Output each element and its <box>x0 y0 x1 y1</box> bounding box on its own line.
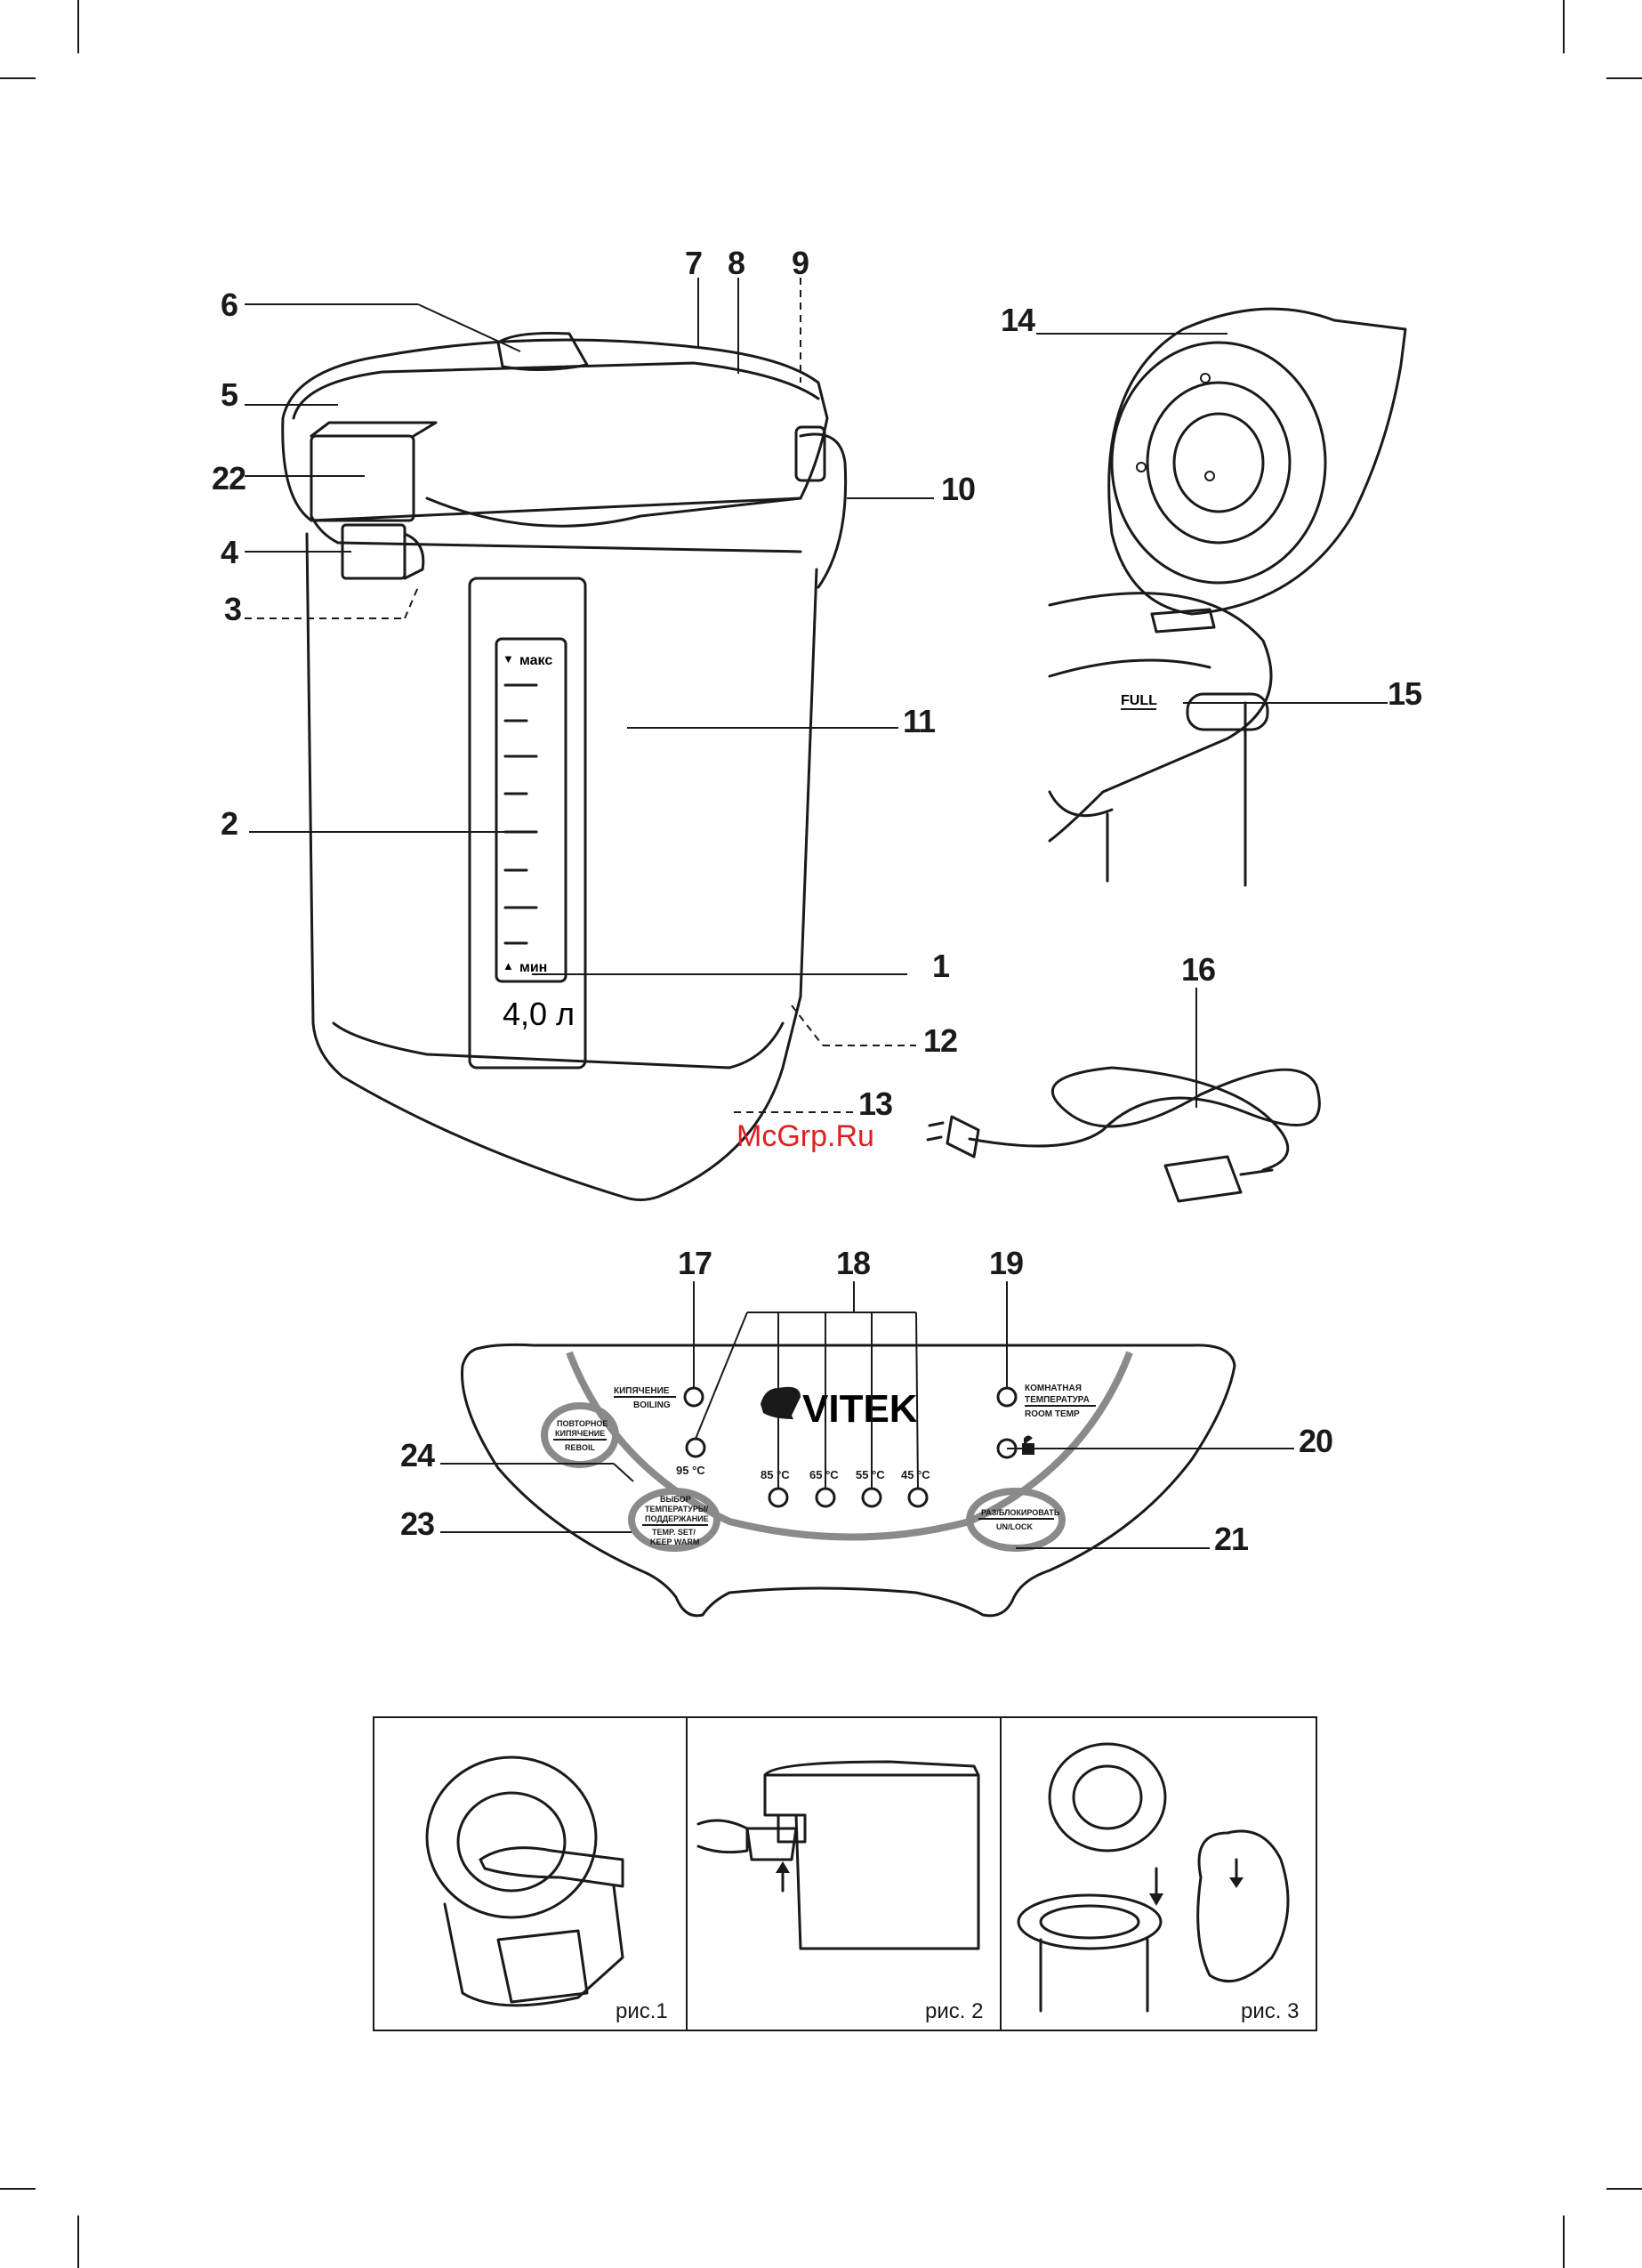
callout-5: 5 <box>221 376 238 413</box>
panel-brand: VITEK <box>802 1387 918 1431</box>
callout-18: 18 <box>836 1245 870 1281</box>
tempset-ru1-label: ВЫБОР <box>660 1495 691 1504</box>
temp-45-label: 45 °C <box>901 1468 930 1481</box>
unlock-en-label: UN/LOCK <box>996 1522 1033 1531</box>
callout-2: 2 <box>221 805 237 842</box>
callout-19: 19 <box>989 1245 1023 1281</box>
callout-24: 24 <box>400 1437 435 1473</box>
leader-lines-lid <box>1036 333 1388 1108</box>
vitek-logo-icon <box>761 1386 801 1419</box>
temp-set-button[interactable]: ВЫБОР ТЕМПЕРАТУРЫ/ ПОДДЕРЖАНИЕ TEMP. SET… <box>628 1488 720 1552</box>
roomtemp-ru2-label: ТЕМПЕРАТУРА <box>1025 1395 1090 1405</box>
indicator-55 <box>861 1487 882 1508</box>
unlock-ru-label: РАЗ/БЛОКИРОВАТЬ <box>981 1508 1060 1517</box>
tempset-ru2-label: ТЕМПЕРАТУРЫ/ <box>645 1505 709 1513</box>
callout-22: 22 <box>212 460 245 496</box>
svg-text:▲: ▲ <box>503 959 514 973</box>
callout-6: 6 <box>221 287 237 323</box>
svg-text:▼: ▼ <box>503 652 514 666</box>
callout-20: 20 <box>1299 1423 1332 1459</box>
callout-8: 8 <box>728 245 745 281</box>
callout-14: 14 <box>1001 302 1035 338</box>
figure-3-drawing <box>1017 1742 1290 2013</box>
room-temp-indicator <box>996 1386 1018 1408</box>
reboil-en-label: REBOIL <box>565 1443 596 1452</box>
indicator-65 <box>815 1487 836 1508</box>
leader-lines-main <box>245 278 934 975</box>
gauge-min-label: мин <box>519 960 547 975</box>
callout-17: 17 <box>678 1245 712 1281</box>
leader-lines-panel <box>440 1281 1294 1549</box>
inner-full-mark: FULL <box>1121 693 1157 708</box>
temp-95-label: 95 °C <box>676 1464 705 1477</box>
roomtemp-ru1-label: КОМНАТНАЯ <box>1025 1384 1082 1393</box>
watermark: McGrp.Ru <box>736 1119 874 1153</box>
indicator-45 <box>907 1487 929 1508</box>
indicator-85 <box>768 1487 789 1508</box>
callout-21: 21 <box>1214 1521 1249 1557</box>
gauge-volume-label: 4,0 л <box>503 996 575 1032</box>
callout-16: 16 <box>1181 951 1215 988</box>
boiling-ru-label: КИПЯЧЕНИЕ <box>614 1386 670 1396</box>
thermopot-drawing: ▼ макс ▲ мин 4,0 л <box>281 331 848 1201</box>
boiling-en-label: BOILING <box>633 1400 671 1410</box>
callout-11: 11 <box>903 703 936 739</box>
figure-1-caption: рис.1 <box>616 1999 668 2023</box>
callout-10: 10 <box>941 471 975 507</box>
control-panel: VITEK КИПЯЧЕНИЕ BOILING 95 °C 85 °C 65 °… <box>461 1343 1236 1618</box>
callout-9: 9 <box>792 245 809 281</box>
temp-85-label: 85 °C <box>761 1468 790 1481</box>
roomtemp-en-label: ROOM TEMP <box>1025 1409 1080 1419</box>
open-lid-drawing: FULL <box>1048 307 1407 887</box>
figure-2-drawing <box>696 1760 980 1950</box>
callout-numbers: 6 7 8 9 5 22 10 4 3 11 2 1 12 13 14 15 1… <box>212 245 1423 1557</box>
figure-3-caption: рис. 3 <box>1241 1999 1299 2023</box>
callout-3: 3 <box>224 591 241 627</box>
callout-4: 4 <box>221 534 238 570</box>
callout-12: 12 <box>923 1022 957 1059</box>
boiling-indicator <box>683 1386 704 1408</box>
callout-13: 13 <box>858 1086 892 1122</box>
temp-55-label: 55 °C <box>856 1468 885 1481</box>
temp-65-label: 65 °C <box>809 1468 839 1481</box>
reboil-ru1-label: ПОВТОРНОЕ <box>557 1419 608 1428</box>
tempset-en2-label: KEEP WARM <box>650 1538 699 1546</box>
figure-strip: рис.1 рис. 2 рис. 3 <box>373 1716 1317 2031</box>
callout-23: 23 <box>400 1505 434 1542</box>
lock-icon <box>1022 1435 1034 1455</box>
figure-2-caption: рис. 2 <box>925 1999 983 2023</box>
callout-15: 15 <box>1388 675 1422 712</box>
indicator-95 <box>685 1437 706 1458</box>
callout-7: 7 <box>685 245 702 281</box>
power-cord-drawing <box>926 1066 1321 1203</box>
tempset-ru3-label: ПОДДЕРЖАНИЕ <box>645 1514 709 1523</box>
tempset-en1-label: TEMP. SET/ <box>652 1528 696 1537</box>
reboil-button[interactable]: ПОВТОРНОЕ КИПЯЧЕНИЕ REBOIL <box>541 1402 619 1468</box>
figure-1-drawing <box>425 1755 624 2007</box>
dashed-leaders-main <box>245 278 916 1113</box>
callout-1: 1 <box>932 948 950 984</box>
reboil-ru2-label: КИПЯЧЕНИЕ <box>555 1429 605 1438</box>
gauge-max-label: макс <box>519 653 552 668</box>
